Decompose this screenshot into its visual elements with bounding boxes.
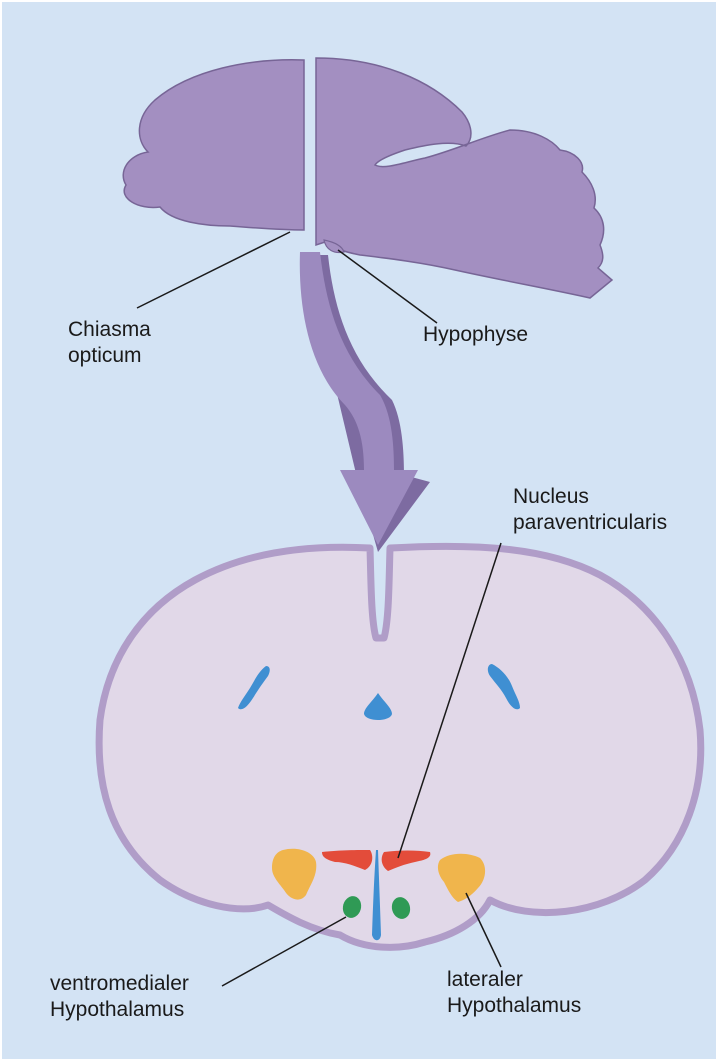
label-chiasma-opticum: Chiasma opticum bbox=[68, 317, 151, 369]
label-hypophyse: Hypophyse bbox=[423, 322, 528, 348]
label-paraventricularis-line2: paraventricularis bbox=[513, 510, 667, 536]
label-ventromedial-line2: Hypothalamus bbox=[50, 997, 189, 1023]
label-lateraler-hypothalamus: lateraler Hypothalamus bbox=[447, 967, 581, 1019]
section-outline bbox=[99, 546, 701, 947]
label-chiasma-line2: opticum bbox=[68, 343, 151, 369]
label-lateral-line1: lateraler bbox=[447, 967, 581, 993]
label-chiasma-line1: Chiasma bbox=[68, 317, 151, 343]
label-hypophyse-text: Hypophyse bbox=[423, 322, 528, 348]
label-nucleus-paraventricularis: Nucleus paraventricularis bbox=[513, 484, 667, 536]
label-ventromedialer-hypothalamus: ventromedialer Hypothalamus bbox=[50, 971, 189, 1023]
label-paraventricularis-line1: Nucleus bbox=[513, 484, 667, 510]
label-ventromedial-line1: ventromedialer bbox=[50, 971, 189, 997]
label-lateral-line2: Hypothalamus bbox=[447, 993, 581, 1019]
